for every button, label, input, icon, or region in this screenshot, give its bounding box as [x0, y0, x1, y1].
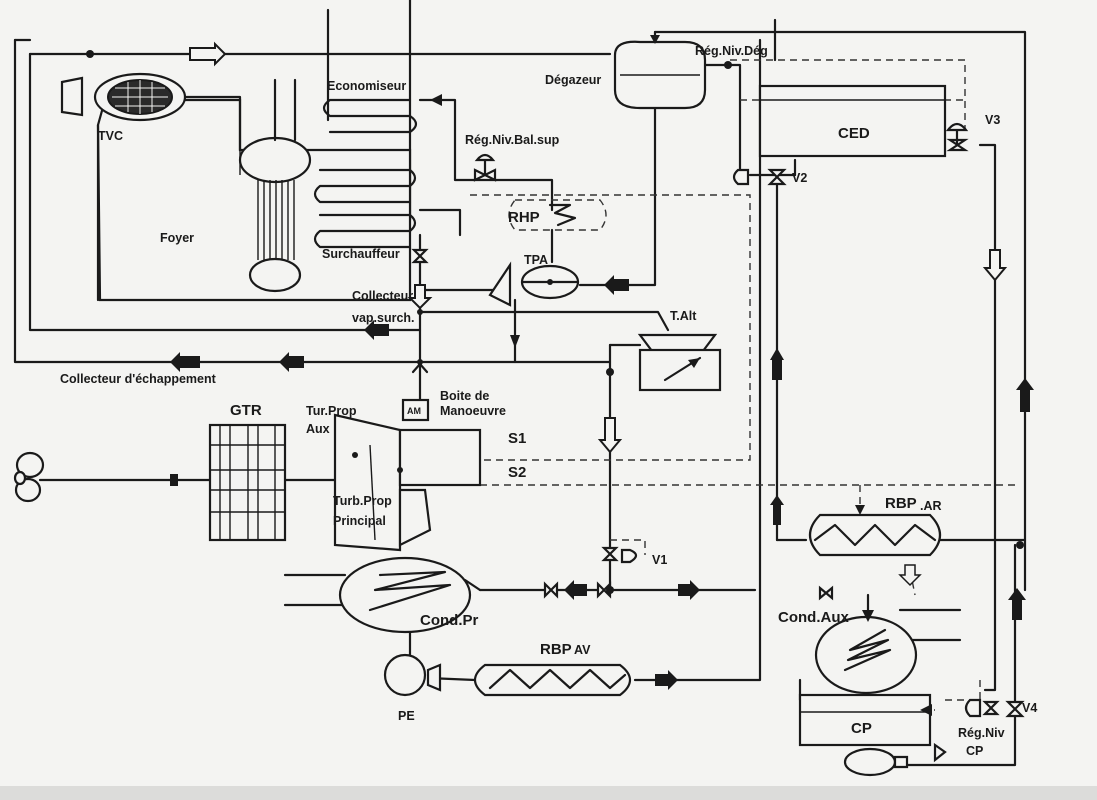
ced-tank	[758, 84, 947, 158]
cond-aux	[814, 615, 918, 695]
v2-valve	[767, 168, 787, 186]
s1-label: S1	[508, 430, 526, 447]
turbines	[333, 413, 482, 552]
pe-pump	[383, 653, 442, 697]
degazeur-tank	[613, 40, 707, 110]
collecteur-vap-label-1: Collecteur	[352, 289, 413, 303]
tur-prop-aux-label-2: Aux	[306, 422, 330, 436]
v4-label: V4	[1022, 701, 1037, 715]
foyer-boiler	[96, 78, 412, 302]
junction-dots	[86, 50, 1024, 594]
v1-valve	[601, 546, 619, 562]
rhp-label: RHP	[508, 209, 540, 226]
cond-pr	[338, 556, 472, 634]
reg-niv-bal-sup-label: Rég.Niv.Bal.sup	[465, 133, 560, 147]
cp-tank	[798, 693, 947, 777]
tpa-pump	[488, 261, 580, 307]
valves	[411, 122, 1025, 718]
control-lines	[470, 59, 1015, 711]
surchauffeur-coil	[313, 213, 417, 249]
turb-prop-principal-label-1: Turb.Prop	[333, 494, 392, 508]
degazeur-label: Dégazeur	[545, 73, 601, 87]
collecteur-vap-label-2: vap.surch.	[352, 311, 415, 325]
economiseur-coil	[313, 98, 418, 204]
v1-label: V1	[652, 553, 667, 567]
s2-label: S2	[508, 464, 526, 481]
rhp-heater	[508, 199, 607, 231]
foyer-label: Foyer	[160, 231, 194, 245]
cond-pr-label: Cond.Pr	[420, 612, 478, 629]
rbp-ar-sub-label: .AR	[920, 499, 942, 513]
v3-label: V3	[985, 113, 1000, 127]
ced-label: CED	[838, 125, 870, 142]
v2-label: V2	[792, 171, 807, 185]
tvc-label: TVC	[98, 129, 123, 143]
tvc-fan	[60, 72, 242, 152]
boite-manoeuvre: AM	[401, 398, 430, 422]
labels: TVC Economiseur Dégazeur Rég.Niv.Dég Rég…	[60, 44, 1037, 758]
rbp-av	[473, 663, 632, 697]
cond-aux-label: Cond.Aux	[778, 609, 849, 626]
cp-label: CP	[851, 720, 872, 737]
rbp-av-label: RBP	[540, 641, 572, 658]
scan-bottom-band	[0, 786, 1097, 800]
t-alt-label: T.Alt	[670, 309, 697, 323]
reg-niv-deg-label: Rég.Niv.Dég	[695, 44, 768, 58]
economiseur-label: Economiseur	[327, 79, 406, 93]
boite-manoeuvre-label-2: Manoeuvre	[440, 404, 506, 418]
collecteur-echappement-label: Collecteur d'échappement	[60, 372, 217, 386]
t-alt	[637, 333, 722, 392]
v4-valve	[1005, 700, 1025, 718]
surchauffeur-label: Surchauffeur	[322, 247, 400, 261]
gtr-label: GTR	[230, 402, 262, 419]
turb-prop-principal-label-2: Principal	[333, 514, 386, 528]
gtr-gearbox	[170, 423, 287, 542]
am-box-label: AM	[407, 406, 421, 416]
tur-prop-aux-label-1: Tur.Prop	[306, 404, 357, 418]
reg-niv-cp-label-2: CP	[966, 744, 983, 758]
pe-label: PE	[398, 709, 415, 723]
rbp-ar-label: RBP	[885, 495, 917, 512]
tpa-label: TPA	[524, 253, 548, 267]
rbp-av-sub-label: AV	[574, 643, 591, 657]
rbp-ar	[808, 513, 942, 557]
flow-arrows	[170, 35, 1034, 716]
reg-niv-cp-label-1: Rég.Niv	[958, 726, 1005, 740]
boite-manoeuvre-label-1: Boite de	[440, 389, 489, 403]
propeller	[13, 451, 45, 503]
